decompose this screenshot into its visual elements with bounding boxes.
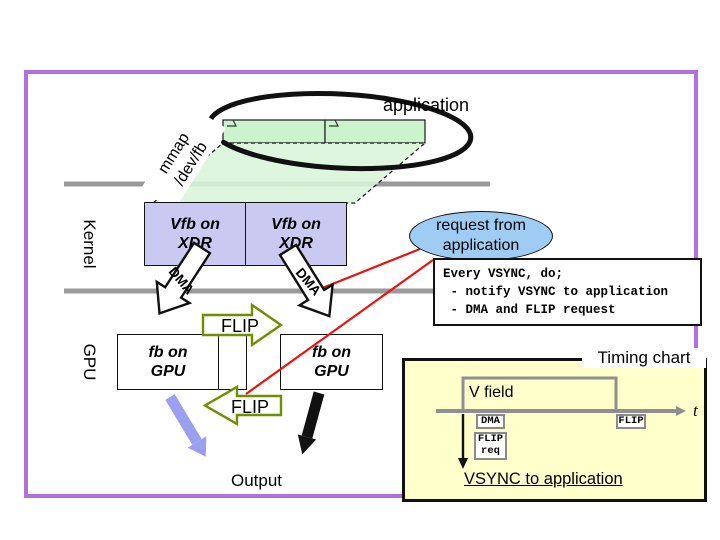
vsync-note-box: Every VSYNC, do; - notify VSYNC to appli…: [433, 258, 702, 326]
vfb-box-2-line1: Vfb on: [271, 216, 321, 233]
fb-box-2-line2: GPU: [314, 363, 349, 380]
flip-arrow-left: [202, 384, 283, 427]
corner-fold-icon: [329, 119, 339, 127]
request-ellipse-line2: application: [442, 237, 520, 254]
vsync-note-line3: - DMA and FLIP request: [443, 303, 616, 317]
application-ellipse-arc: [206, 90, 474, 172]
vfb-box-2-line2: XDR: [279, 235, 313, 252]
output-arrow-right-head: [297, 434, 317, 455]
request-ellipse: request from application: [409, 211, 553, 261]
vsync-to-application-label: VSYNC to application: [464, 470, 623, 488]
application-label: application: [383, 95, 470, 115]
timing-chart-box: [402, 358, 707, 502]
vfb-box-1-line1: Vfb on: [170, 216, 220, 233]
output-label: Output: [231, 471, 283, 490]
request-line-2: [245, 259, 434, 395]
timeline-arrowhead: [676, 406, 686, 416]
vsync-note-line1: Every VSYNC, do;: [443, 267, 564, 281]
flip-label-right: FLIP: [220, 316, 259, 336]
dma-arrow-left: [155, 241, 212, 316]
timing-chart-title: Timing chart: [582, 348, 706, 368]
request-line-1: [304, 247, 421, 297]
flip-arrow-right: [201, 302, 284, 348]
v-field-label: V field: [469, 384, 514, 401]
flip-req-line2: req: [481, 444, 500, 457]
flip-label-left: FLIP: [230, 397, 269, 417]
output-arrow-left: [165, 394, 202, 445]
dma-event-box: DMA: [476, 414, 505, 429]
flip-event-box: FLIP: [616, 414, 646, 429]
fb-box-1: fb on GPU: [117, 334, 219, 390]
vsync-down-arrowhead: [458, 458, 468, 469]
vsync-note-line2: - notify VSYNC to application: [443, 285, 669, 299]
fb-box-1-line2: GPU: [150, 363, 186, 380]
corner-fold-icon: [227, 119, 237, 127]
fb-box-2-line1: fb on: [311, 344, 352, 361]
flip-req-box: FLIP req: [474, 432, 507, 460]
output-arrow-right: [301, 391, 325, 439]
fb-box-1-line1: fb on: [148, 344, 188, 361]
output-arrow-left-head: [187, 436, 207, 457]
fb-box-2: fb on GPU: [280, 334, 383, 390]
time-axis-label: t: [693, 401, 698, 420]
flip-req-line1: FLIP: [477, 433, 504, 445]
request-ellipse-line1: request from: [436, 217, 526, 234]
dma-arrow-right: [278, 243, 335, 318]
